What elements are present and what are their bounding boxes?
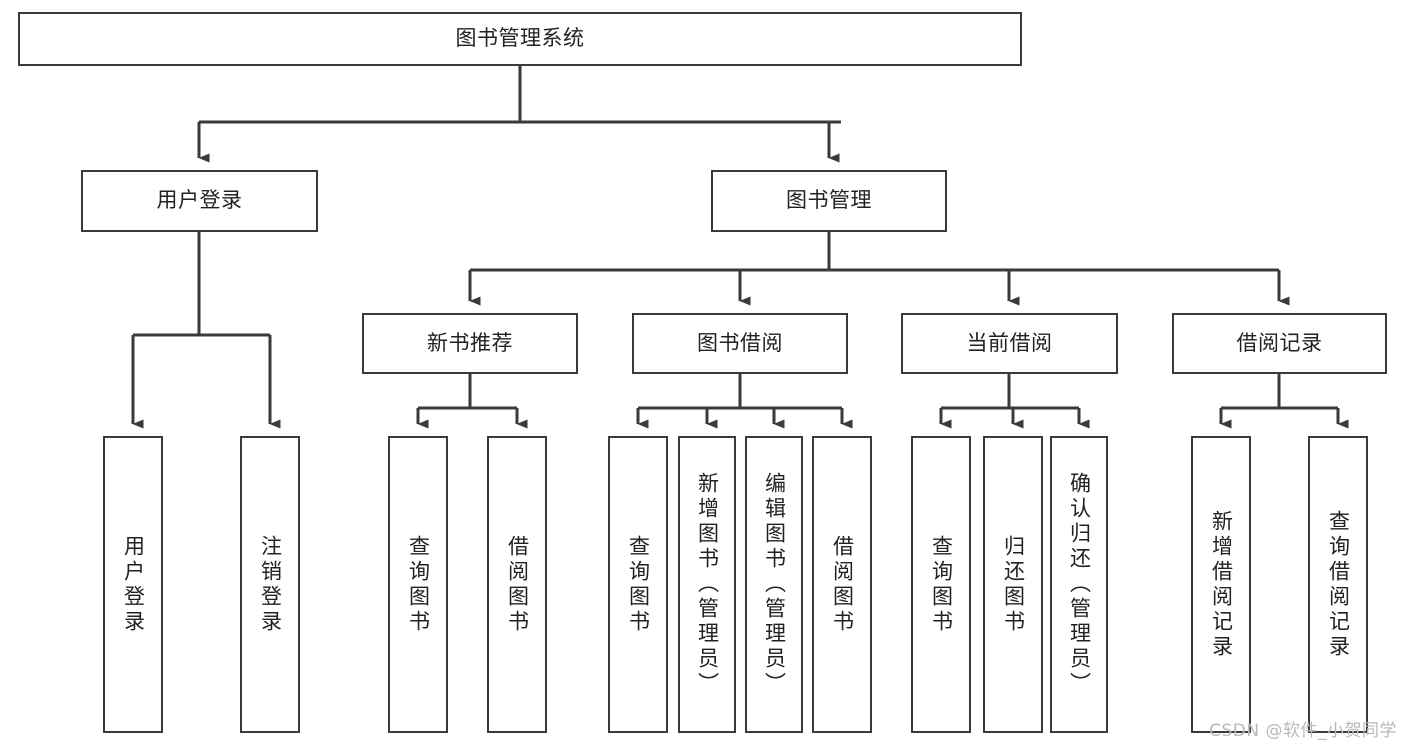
node-leaf-logout-label: 注销登录 bbox=[258, 534, 283, 635]
node-current-borrow[interactable]: 当前借阅 bbox=[901, 313, 1118, 374]
node-user-login[interactable]: 用户登录 bbox=[81, 170, 318, 232]
node-current-borrow-label: 当前借阅 bbox=[966, 330, 1053, 355]
node-book-manage-label: 图书管理 bbox=[786, 188, 872, 213]
node-leaf-return-book[interactable]: 归还图书 bbox=[983, 436, 1043, 733]
node-leaf-borrow-book-2-label: 借阅图书 bbox=[830, 534, 855, 635]
node-book-borrow-label: 图书借阅 bbox=[697, 330, 783, 355]
node-leaf-query-book-2-label: 查询图书 bbox=[626, 534, 651, 635]
node-leaf-add-record[interactable]: 新增借阅记录 bbox=[1191, 436, 1251, 733]
node-leaf-return-book-label: 归还图书 bbox=[1001, 534, 1026, 635]
node-root[interactable]: 图书管理系统 bbox=[18, 12, 1022, 66]
node-leaf-add-record-label: 新增借阅记录 bbox=[1209, 509, 1234, 660]
node-leaf-logout[interactable]: 注销登录 bbox=[240, 436, 300, 733]
node-leaf-borrow-book-1-label: 借阅图书 bbox=[505, 534, 530, 635]
node-borrow-record[interactable]: 借阅记录 bbox=[1172, 313, 1387, 374]
node-leaf-add-book-label: 新增图书（管理员） bbox=[695, 472, 720, 697]
node-leaf-confirm-return-label: 确认归还（管理员） bbox=[1067, 472, 1092, 697]
node-leaf-query-record[interactable]: 查询借阅记录 bbox=[1308, 436, 1368, 733]
node-leaf-query-book-1-label: 查询图书 bbox=[406, 534, 431, 635]
node-new-book-rec-label: 新书推荐 bbox=[427, 330, 513, 355]
node-new-book-rec[interactable]: 新书推荐 bbox=[362, 313, 578, 374]
node-leaf-confirm-return[interactable]: 确认归还（管理员） bbox=[1050, 436, 1108, 733]
node-leaf-edit-book-label: 编辑图书（管理员） bbox=[762, 472, 787, 697]
node-leaf-query-book-2[interactable]: 查询图书 bbox=[608, 436, 668, 733]
node-book-borrow[interactable]: 图书借阅 bbox=[632, 313, 848, 374]
node-leaf-query-book-3-label: 查询图书 bbox=[929, 534, 954, 635]
node-leaf-user-login-label: 用户登录 bbox=[121, 534, 146, 635]
node-leaf-user-login[interactable]: 用户登录 bbox=[103, 436, 163, 733]
node-leaf-query-book-3[interactable]: 查询图书 bbox=[911, 436, 971, 733]
node-book-manage[interactable]: 图书管理 bbox=[711, 170, 947, 232]
node-leaf-query-book-1[interactable]: 查询图书 bbox=[388, 436, 448, 733]
node-leaf-add-book[interactable]: 新增图书（管理员） bbox=[678, 436, 736, 733]
node-leaf-query-record-label: 查询借阅记录 bbox=[1326, 509, 1351, 660]
node-leaf-borrow-book-1[interactable]: 借阅图书 bbox=[487, 436, 547, 733]
node-leaf-borrow-book-2[interactable]: 借阅图书 bbox=[812, 436, 872, 733]
node-user-login-label: 用户登录 bbox=[156, 188, 243, 213]
node-borrow-record-label: 借阅记录 bbox=[1236, 330, 1323, 355]
node-root-label: 图书管理系统 bbox=[455, 26, 585, 51]
node-leaf-edit-book[interactable]: 编辑图书（管理员） bbox=[745, 436, 803, 733]
